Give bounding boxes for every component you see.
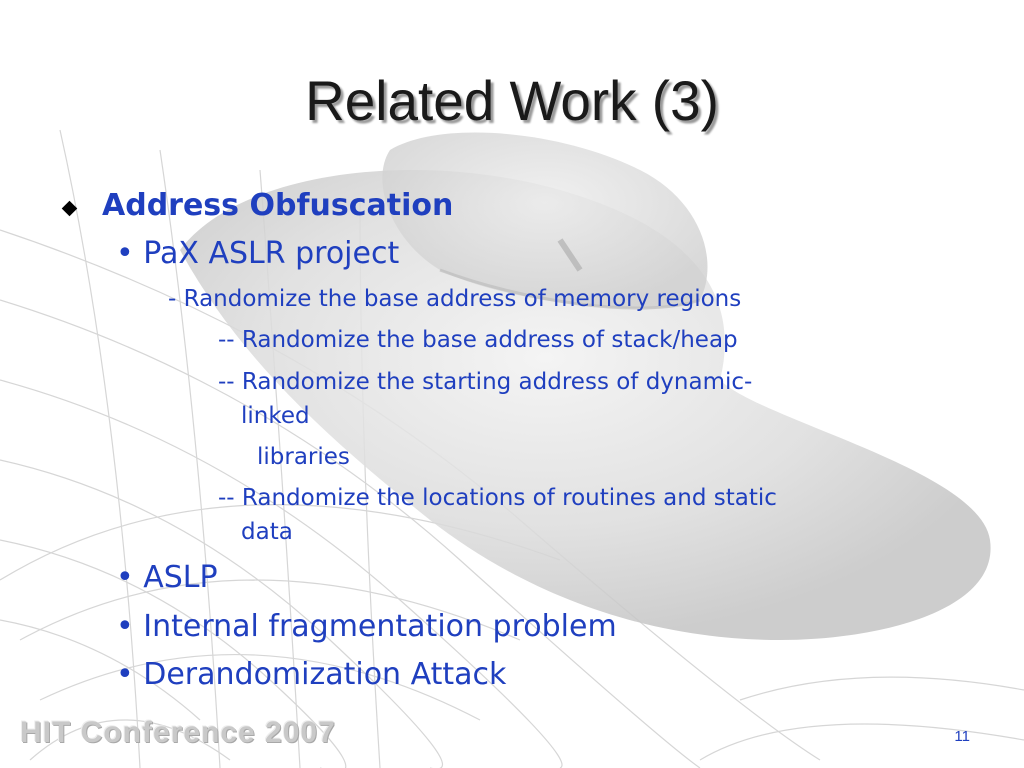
subitem-routines-2: data <box>241 519 293 545</box>
hat-shape <box>180 132 991 640</box>
bullet-derandomization-attack: • Derandomization Attack <box>116 657 507 692</box>
heading-address-obfuscation: Address Obfuscation <box>102 188 454 223</box>
subitem-dynamic-linked-3: libraries <box>257 444 350 470</box>
bullet-aslp: • ASLP <box>116 560 218 595</box>
page-number: 11 <box>954 728 970 745</box>
subitem-dynamic-linked-1: -- Randomize the starting address of dyn… <box>218 369 753 395</box>
conference-footer-logo: HIT Conference 2007 <box>20 716 336 749</box>
slide-title: Related Work (3) <box>305 69 719 132</box>
subitem-routines-1: -- Randomize the locations of routines a… <box>218 485 777 511</box>
subitem-stack-heap: -- Randomize the base address of stack/h… <box>218 327 738 353</box>
subitem-randomize-base: - Randomize the base address of memory r… <box>168 286 742 312</box>
bullet-pax-aslr: • PaX ASLR project <box>116 236 400 271</box>
bullet-internal-fragmentation: • Internal fragmentation problem <box>116 609 617 644</box>
subitem-dynamic-linked-2: linked <box>241 403 310 429</box>
